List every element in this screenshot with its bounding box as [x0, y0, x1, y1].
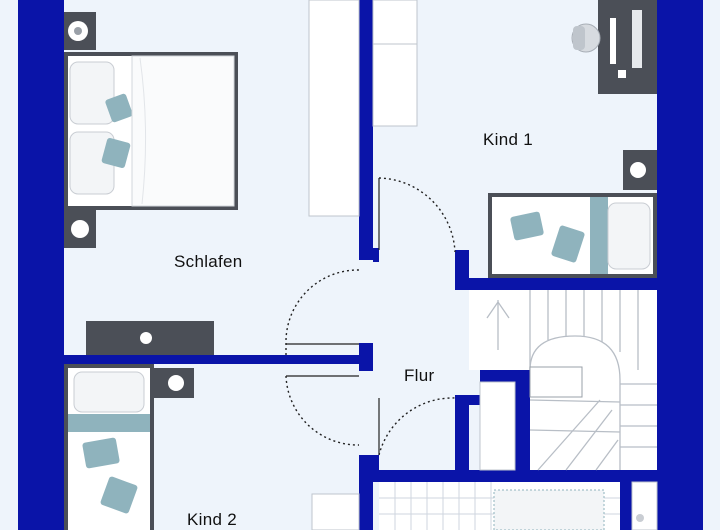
- walls: [18, 0, 703, 530]
- kid1-desk: [598, 0, 657, 94]
- lamp-icon: [630, 162, 646, 178]
- kid2-door-swing: [285, 375, 360, 446]
- room-label-kid1: Kind 1: [483, 130, 534, 149]
- bedroom-door-swing: [285, 269, 360, 355]
- monitor-icon: [610, 18, 616, 64]
- blanket: [131, 55, 235, 207]
- stair-landing-post: [529, 366, 583, 398]
- outer-wall-left: [18, 0, 64, 530]
- pillow: [73, 371, 145, 413]
- bathroom-tiles: [379, 481, 658, 530]
- accent-pillow: [551, 225, 585, 263]
- wall-bedroom-kid2: [64, 355, 286, 364]
- shower-tray: [493, 489, 605, 530]
- room-label-kid2: Kind 2: [187, 510, 238, 529]
- keyboard: [632, 10, 642, 68]
- accent-pillow: [510, 211, 544, 241]
- wardrobe-bedroom: [308, 0, 360, 217]
- accent-pillow-1: [105, 93, 133, 123]
- accent-pillow-2: [101, 138, 131, 168]
- pillow-1: [69, 61, 115, 125]
- accent-pillow: [100, 476, 138, 514]
- wall-bath-top: [373, 470, 657, 482]
- room-label-bedroom: Schlafen: [174, 252, 243, 271]
- accent-pillow: [82, 437, 120, 469]
- center-wall-upper: [359, 0, 373, 260]
- outer-wall-right: [657, 0, 703, 530]
- bath-door-swing: [378, 397, 456, 456]
- bed-accent-band: [68, 414, 150, 432]
- bath-fixture: [631, 481, 658, 530]
- center-wall-lower: [359, 455, 373, 530]
- shelf-kid1: [372, 0, 418, 127]
- room-label-hall: Flur: [404, 366, 435, 385]
- bed-accent-band: [590, 197, 608, 274]
- lamp-icon: [140, 332, 152, 344]
- pillow: [607, 202, 651, 270]
- lamp-icon: [71, 220, 89, 238]
- staircase-icon: [469, 290, 657, 471]
- kid1-door-swing: [378, 177, 456, 253]
- hall-cabinet: [479, 381, 516, 471]
- lamp-icon: [168, 375, 184, 391]
- wardrobe-kid2: [311, 493, 360, 530]
